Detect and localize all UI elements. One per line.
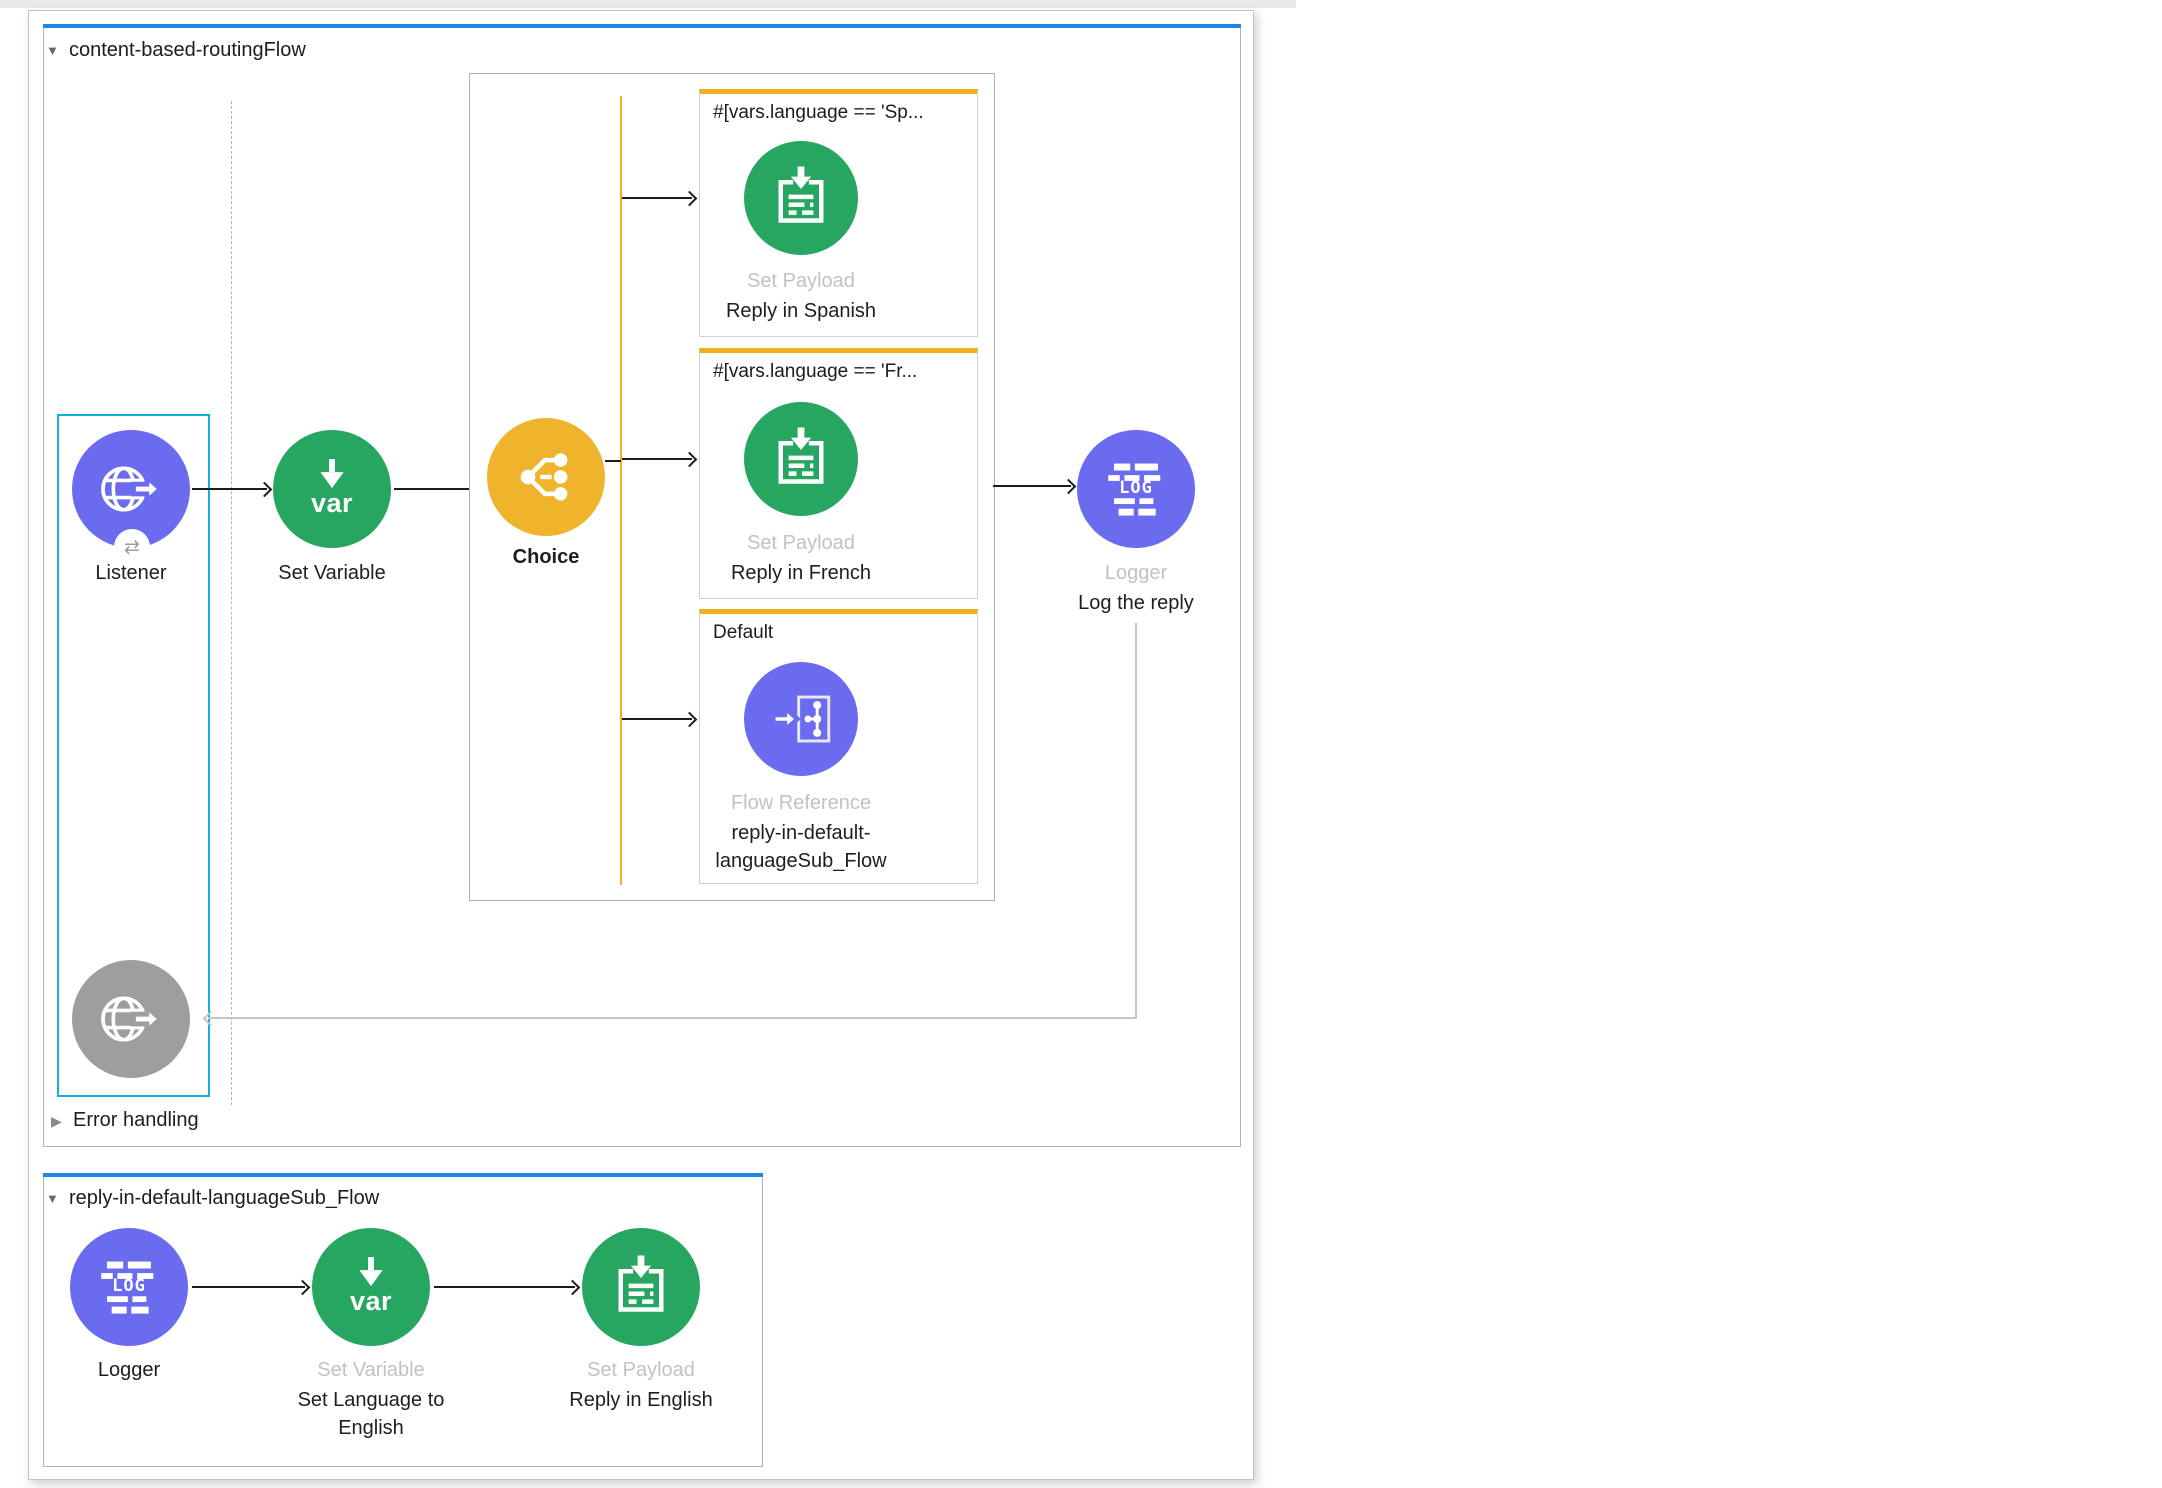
connector-arrow bbox=[192, 481, 273, 498]
flow-title: content-based-routingFlow bbox=[69, 39, 306, 61]
set-payload-icon bbox=[618, 1255, 664, 1312]
when-condition: #[vars.language == 'Sp... bbox=[713, 102, 924, 123]
connector-arrow bbox=[434, 1279, 581, 1296]
set-payload-name-label: Reply in Spanish bbox=[725, 300, 877, 322]
connector-arrow bbox=[993, 478, 1077, 495]
logger-type-label: Logger bbox=[1104, 562, 1168, 584]
choice-branch-icon bbox=[520, 453, 568, 501]
connector-arrow bbox=[394, 481, 485, 498]
logger-lines-icon bbox=[1108, 463, 1161, 516]
connector-line bbox=[605, 460, 621, 462]
error-handling-collapse-icon[interactable]: ▶ bbox=[51, 1113, 62, 1129]
set-payload-spanish-node[interactable] bbox=[744, 141, 858, 255]
set-payload-type-label: Set Payload bbox=[747, 532, 855, 554]
var-icon-text: var bbox=[349, 1286, 393, 1316]
globe-arrow-icon bbox=[101, 466, 164, 512]
flow-reference-node[interactable] bbox=[744, 662, 858, 776]
set-payload-name-label: Reply in French bbox=[730, 562, 872, 584]
editor-top-edge bbox=[0, 0, 1296, 8]
collapse-triangle-icon[interactable]: ▼ bbox=[46, 1191, 59, 1206]
response-path-line bbox=[1135, 623, 1137, 1017]
flow-reference-icon bbox=[770, 695, 831, 743]
down-arrow-icon bbox=[359, 1257, 383, 1287]
flow-accent-bar bbox=[43, 1173, 763, 1177]
subflow-title: reply-in-default-languageSub_Flow bbox=[69, 1187, 380, 1209]
subflow-set-variable-node[interactable]: var bbox=[312, 1228, 430, 1346]
set-payload-type-label: Set Payload bbox=[747, 270, 855, 292]
down-arrow-icon bbox=[320, 459, 344, 489]
response-path-line bbox=[202, 1010, 1137, 1027]
listener-label: Listener bbox=[95, 562, 167, 584]
set-variable-node[interactable]: var bbox=[273, 430, 391, 548]
when-condition: #[vars.language == 'Fr... bbox=[713, 361, 918, 382]
subflow-logger-label: Logger bbox=[97, 1359, 161, 1381]
source-separator-dashed-line bbox=[231, 101, 232, 1105]
flow-reference-type-label: Flow Reference bbox=[730, 792, 872, 814]
connector-arrow bbox=[622, 711, 698, 728]
listener-exchange-badge-icon: ⇄ bbox=[114, 529, 150, 565]
default-condition: Default bbox=[713, 622, 774, 643]
set-payload-icon bbox=[778, 166, 824, 223]
collapse-triangle-icon[interactable]: ▼ bbox=[46, 43, 59, 58]
set-payload-french-node[interactable] bbox=[744, 402, 858, 516]
subflow-logger-node[interactable]: LOG bbox=[70, 1228, 188, 1346]
set-variable-label: Set Variable bbox=[278, 562, 386, 584]
var-icon-text: var bbox=[310, 488, 354, 518]
log-icon-text: LOG bbox=[1119, 478, 1153, 499]
subflow-set-variable-type-label: Set Variable bbox=[317, 1359, 425, 1381]
connector-arrow bbox=[622, 451, 698, 468]
subflow-set-variable-name-label: Set Language to English bbox=[297, 1389, 445, 1439]
choice-node[interactable] bbox=[487, 418, 605, 536]
logger-node[interactable]: LOG bbox=[1077, 430, 1195, 548]
source-selection-box bbox=[57, 414, 210, 1097]
logger-lines-icon bbox=[101, 1261, 154, 1314]
flow-reference-name-label: reply-in-default-languageSub_Flow bbox=[715, 822, 887, 872]
choice-router-rail bbox=[620, 96, 622, 885]
error-handling-label[interactable]: Error handling bbox=[73, 1109, 199, 1131]
subflow-set-payload-name-label: Reply in English bbox=[569, 1389, 713, 1411]
subflow-set-payload-node[interactable] bbox=[582, 1228, 700, 1346]
connector-arrow bbox=[192, 1279, 311, 1296]
set-payload-icon bbox=[778, 427, 824, 484]
flow-editor-canvas: ▼ content-based-routingFlow ⇄ Listener v… bbox=[28, 10, 1254, 1480]
choice-label: Choice bbox=[512, 546, 580, 568]
connector-arrow bbox=[622, 190, 698, 207]
http-listener-response-node[interactable] bbox=[72, 960, 190, 1078]
logger-name-label: Log the reply bbox=[1078, 592, 1194, 614]
subflow-set-payload-type-label: Set Payload bbox=[587, 1359, 695, 1381]
http-listener-node[interactable] bbox=[72, 430, 190, 548]
globe-arrow-icon bbox=[101, 996, 164, 1042]
flow-accent-bar bbox=[43, 24, 1241, 28]
log-icon-text: LOG bbox=[112, 1276, 146, 1297]
